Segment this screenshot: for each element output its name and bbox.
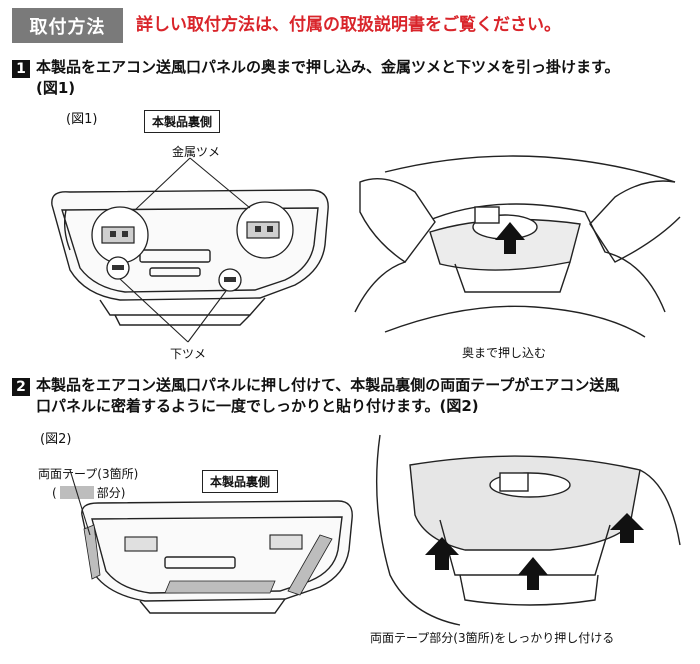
figure-2-label: (図2) <box>40 432 72 447</box>
step-2-instruction: 本製品をエアコン送風口パネルに押し付けて、本製品裏側の両面テープがエアコン送風 … <box>36 375 619 417</box>
figure-1-back-side-label: 本製品裏側 <box>144 110 221 133</box>
step-1-line-2: (図1) <box>36 79 76 97</box>
figure-1-label: (図1) <box>66 112 98 127</box>
step-1-line-1: 本製品をエアコン送風口パネルの奥まで押し込み、金属ツメと下ツメを引っ掛けます。 <box>36 58 620 76</box>
press-caption: 両面テープ部分(3箇所)をしっかり押し付ける <box>370 631 615 645</box>
figure-1-push-illustration <box>354 155 681 338</box>
figure-2-product-tape-illustration <box>69 469 353 614</box>
figure-2-press-illustration <box>375 434 681 626</box>
tape-label: 両面テープ(3箇所) <box>38 467 139 481</box>
manual-notice: 詳しい取付方法は、付属の取扱説明書をご覧ください。 <box>136 15 561 35</box>
figure-2-back-side-label: 本製品裏側 <box>202 470 279 493</box>
tape-part-close: 部分) <box>96 486 126 500</box>
metal-claw-label: 金属ツメ <box>172 145 221 159</box>
step-2-number: 2 <box>12 378 30 396</box>
section-title: 取付方法 <box>12 8 123 43</box>
figure-1-product-back-illustration <box>51 157 329 343</box>
push-in-caption: 奥まで押し込む <box>462 346 547 360</box>
tape-part-open: ( <box>52 486 57 500</box>
step-2-line-2: 口パネルに密着するように一度でしっかりと貼り付けます。(図2) <box>36 397 479 415</box>
lower-claw-label: 下ツメ <box>170 347 207 361</box>
step-1-instruction: 本製品をエアコン送風口パネルの奥まで押し込み、金属ツメと下ツメを引っ掛けます。 … <box>36 57 620 99</box>
step-1-number: 1 <box>12 60 30 78</box>
step-2-line-1: 本製品をエアコン送風口パネルに押し付けて、本製品裏側の両面テープがエアコン送風 <box>36 376 620 394</box>
